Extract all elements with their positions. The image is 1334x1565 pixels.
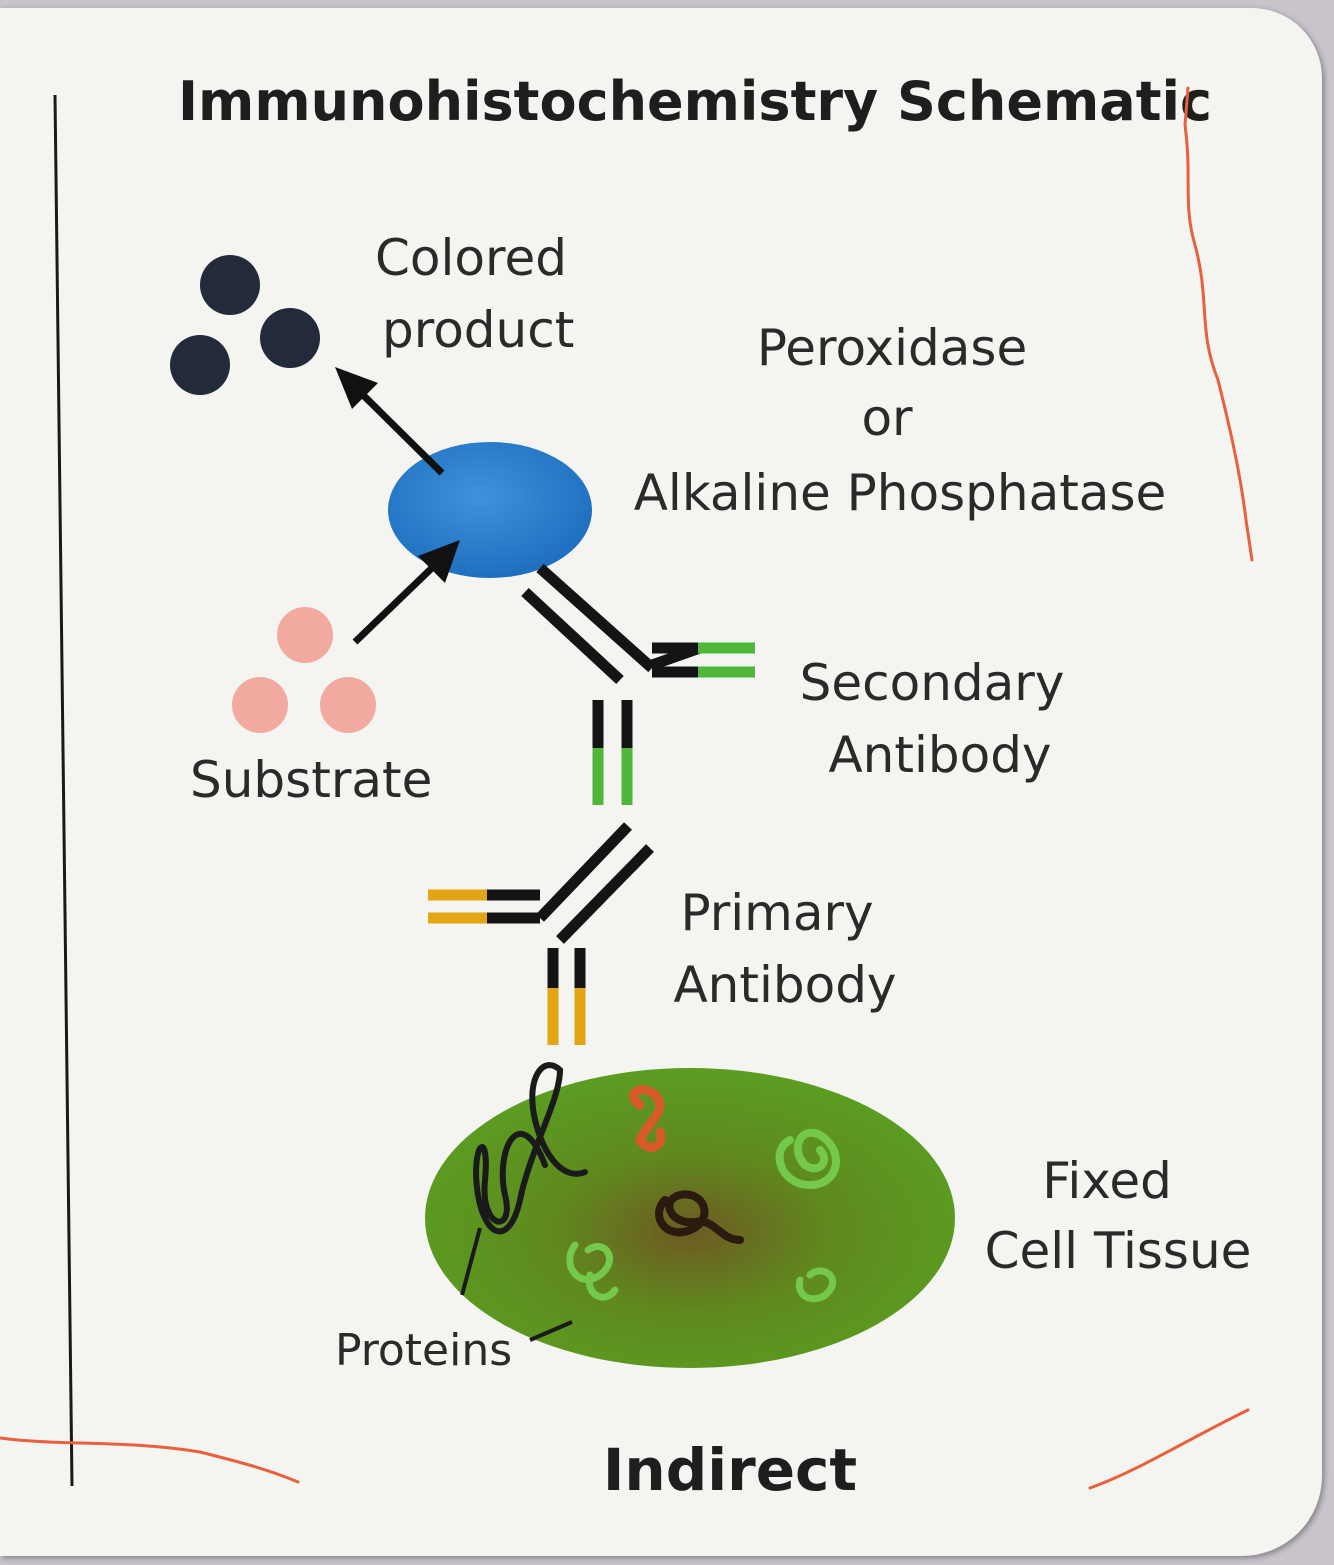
pen-annotations [0,86,1254,1490]
secondary-antibody-line-1: Secondary [800,654,1065,712]
enzyme-line-3: Alkaline Phosphatase [634,464,1167,522]
diagram-title: Immunohistochemistry Schematic [178,70,1212,133]
product-dot [170,335,230,395]
primary-antibody-line-2: Antibody [673,956,896,1014]
enzyme-line-1: Peroxidase [757,319,1027,377]
pen-mark-bottom-right [1088,1408,1250,1490]
green-protein-lower-right [795,1267,836,1303]
tissue-label: Fixed Cell Tissue [985,1152,1252,1280]
green-protein-lower-left [566,1241,619,1301]
slide-left-rule [53,94,74,1487]
substrate-arrow [352,540,460,645]
pen-mark-right [1183,86,1254,562]
primary-antibody-label: Primary Antibody [673,884,896,1014]
green-protein-upper [775,1128,840,1190]
secondary-antibody-line-2: Antibody [828,726,1051,784]
substrate-dots [232,607,376,733]
proteins-label: Proteins [335,1325,512,1376]
dark-protein-center [655,1190,744,1244]
substrate-dot [320,677,376,733]
enzyme-line-2: or [861,389,913,447]
substrate-label: Substrate [190,751,432,809]
proteins-pointer-lines [460,1227,573,1342]
tissue-line-2: Cell Tissue [985,1222,1252,1280]
target-protein-coil [473,1062,588,1235]
primary-antibody-line-1: Primary [680,884,873,942]
pen-mark-bottom-left [0,1436,300,1484]
substrate-dot [277,607,333,663]
enzyme-ellipse [388,442,592,578]
product-dot [260,308,320,368]
secondary-antibody [521,563,755,805]
product-dot [200,255,260,315]
colored-product-line-1: Colored [375,229,567,287]
secondary-antibody-label: Secondary Antibody [800,654,1081,784]
tissue-line-1: Fixed [1042,1152,1172,1210]
product-arrow [335,367,445,476]
colored-product-line-2: product [382,301,574,359]
enzyme-label: Peroxidase or Alkaline Phosphatase [634,319,1167,522]
red-protein [629,1085,666,1152]
primary-antibody [428,822,654,1045]
tissue-proteins [473,1062,840,1303]
diagram-footer: Indirect [603,1436,857,1504]
colored-product-dots [170,255,320,395]
colored-product-label: Colored product [375,229,583,359]
substrate-dot [232,677,288,733]
